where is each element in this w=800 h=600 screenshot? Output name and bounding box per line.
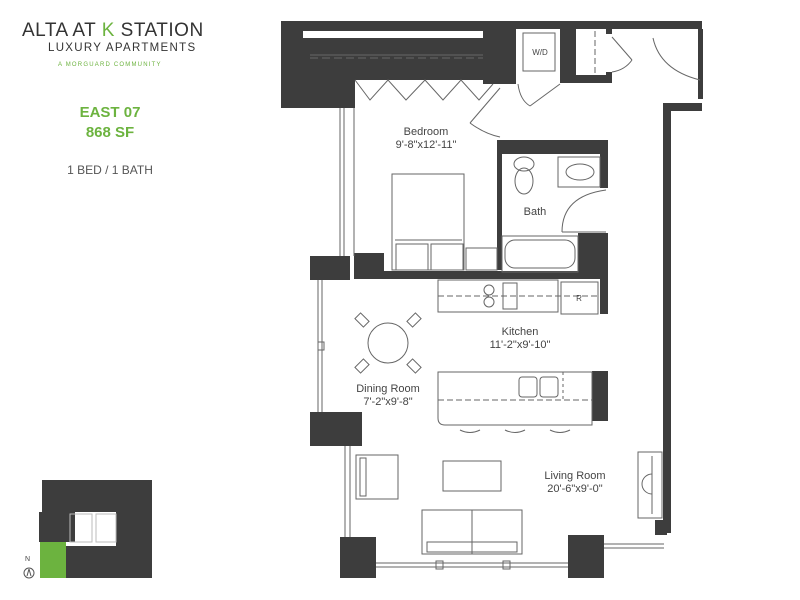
room-living-name: Living Room — [544, 470, 606, 482]
unit-highlight — [40, 542, 66, 578]
key-plan — [23, 480, 152, 579]
unit-name: EAST 07 — [79, 104, 141, 121]
north-arrow-icon — [23, 567, 35, 579]
room-kitchen-size: 11'-2"x9'-10" — [489, 339, 551, 351]
room-bedroom-size: 9'-8"x12'-11" — [395, 139, 457, 151]
brand-title-suffix: STATION — [114, 20, 204, 41]
room-kitchen-name: Kitchen — [501, 326, 539, 338]
room-dining-name: Dining Room — [356, 383, 420, 395]
room-bedroom-name: Bedroom — [403, 126, 449, 138]
room-dining-size: 7'-2"x9'-8" — [363, 396, 413, 408]
brand-title-prefix: ALTA AT — [22, 20, 102, 41]
brand-tagline: A MORGUARD COMMUNITY — [58, 62, 162, 68]
room-living-size: 20'-6"x9'-0" — [547, 483, 603, 495]
north-label: N — [25, 556, 31, 563]
brand-k: K — [101, 20, 115, 41]
unit-area: 868 SF — [85, 124, 135, 141]
fridge-label: R — [576, 294, 582, 303]
brand-subtitle: LUXURY APARTMENTS — [48, 42, 197, 54]
room-bath: Bath — [523, 206, 547, 218]
unit-beds-baths: 1 BED / 1 BATH — [67, 163, 153, 177]
washer-dryer-label: W/D — [532, 48, 548, 57]
brand-title: ALTA AT K STATION — [22, 20, 204, 42]
